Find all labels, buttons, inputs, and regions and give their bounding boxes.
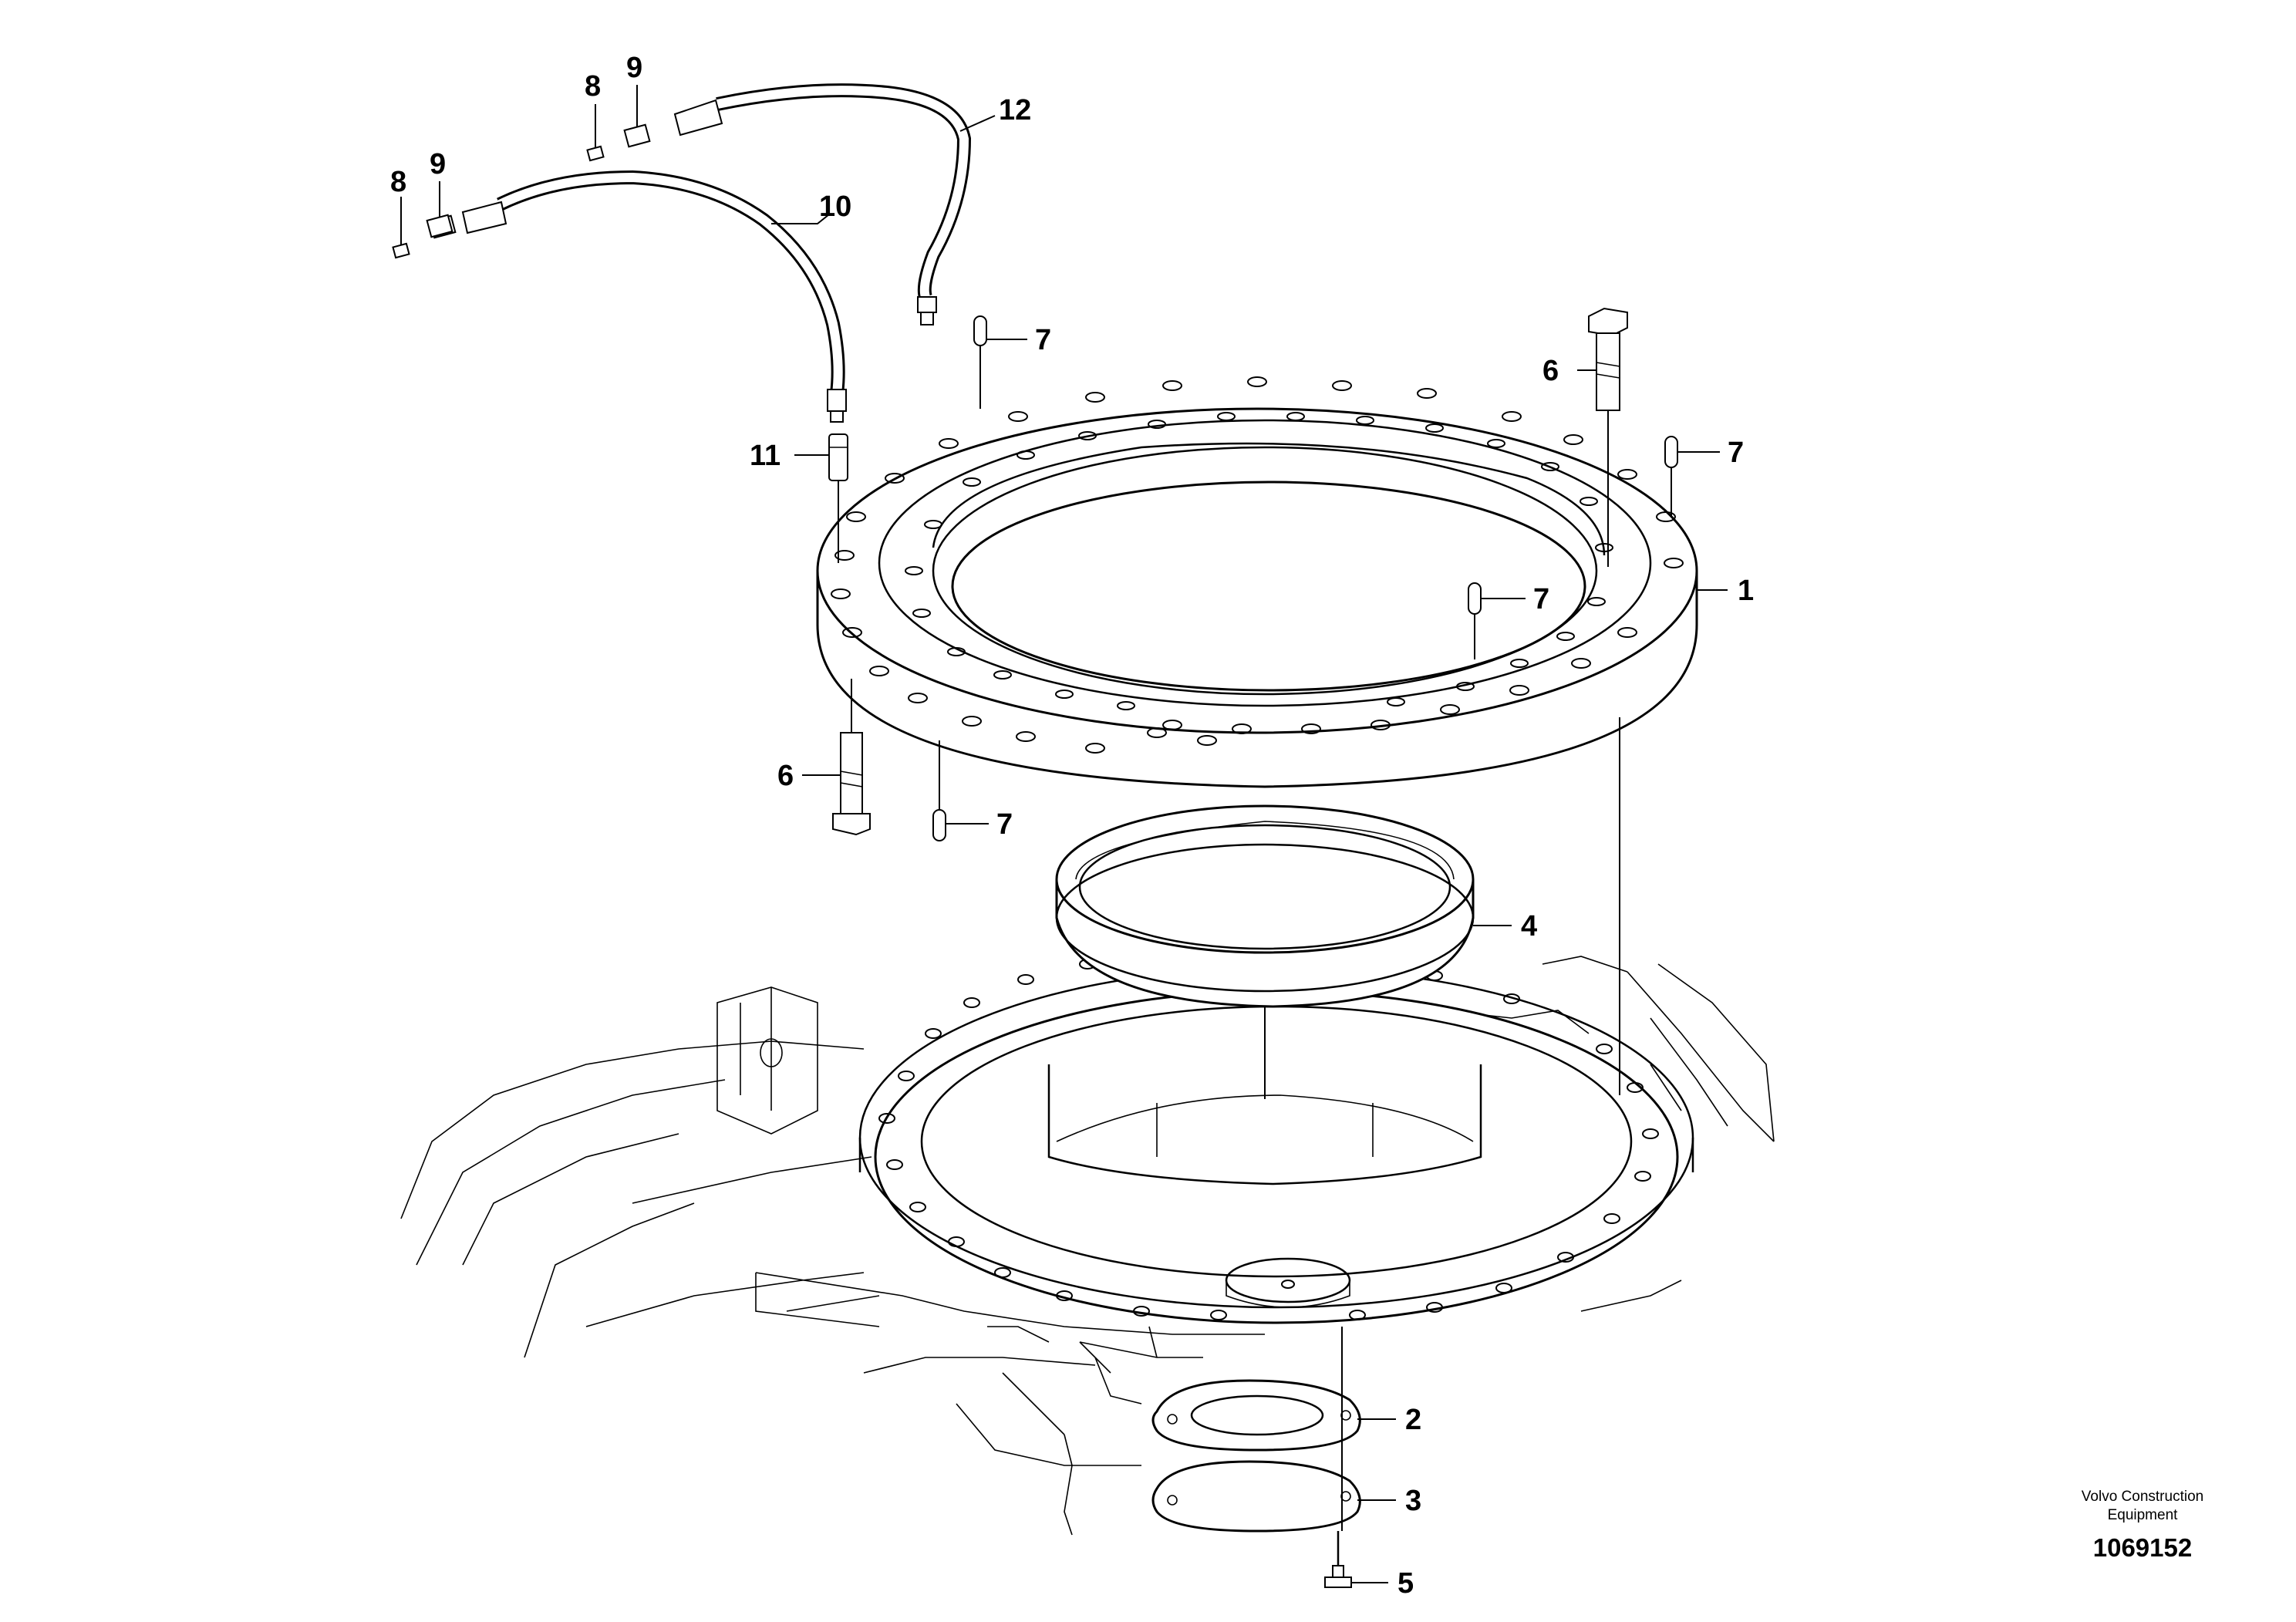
document-number: 1069152 xyxy=(2093,1533,2192,1562)
grease-fitting xyxy=(828,433,848,481)
callout-10: 10 xyxy=(819,191,851,223)
hose-adapter xyxy=(426,123,651,238)
callout-3: 3 xyxy=(1405,1485,1421,1517)
callout-6-upper: 6 xyxy=(1542,355,1559,387)
callout-1: 1 xyxy=(1738,575,1754,607)
callout-4: 4 xyxy=(1521,910,1537,943)
gasket-plate xyxy=(1151,1379,1361,1452)
callout-8-lower: 8 xyxy=(390,166,406,198)
screw xyxy=(1324,1531,1352,1588)
slewing-ring xyxy=(816,376,1698,788)
callout-8-upper: 8 xyxy=(585,70,601,103)
cover-plate xyxy=(1151,1460,1361,1533)
callout-9-lower: 9 xyxy=(430,148,446,180)
frame-bearing-mount xyxy=(858,959,1694,1324)
hose-12 xyxy=(673,83,972,325)
bolt-lower xyxy=(832,732,871,836)
bolt-upper xyxy=(1588,307,1628,411)
callout-7-middle: 7 xyxy=(1533,583,1549,615)
plug xyxy=(392,145,605,259)
dowel-pin xyxy=(932,315,1678,841)
seal-ring xyxy=(1055,804,1475,1008)
callouts: 1 2 3 4 5 6 6 7 7 7 7 8 8 9 9 10 11 12 xyxy=(390,52,1754,1600)
callout-2: 2 xyxy=(1405,1404,1421,1436)
callout-11: 11 xyxy=(750,440,781,472)
hose-10 xyxy=(429,170,847,423)
callout-5: 5 xyxy=(1397,1567,1414,1600)
callout-7-top: 7 xyxy=(1035,324,1051,356)
callout-9-upper: 9 xyxy=(626,52,642,84)
credit-block: Volvo Construction Equipment 1069152 xyxy=(2082,1489,2203,1562)
callout-7-lower: 7 xyxy=(996,808,1013,841)
callout-7-right: 7 xyxy=(1728,437,1744,469)
credit-line-2: Equipment xyxy=(2108,1507,2179,1523)
credit-line-1: Volvo Construction xyxy=(2082,1489,2203,1505)
leader-lines xyxy=(400,85,1728,1583)
callout-6-lower: 6 xyxy=(777,760,794,792)
callout-12: 12 xyxy=(999,94,1031,126)
